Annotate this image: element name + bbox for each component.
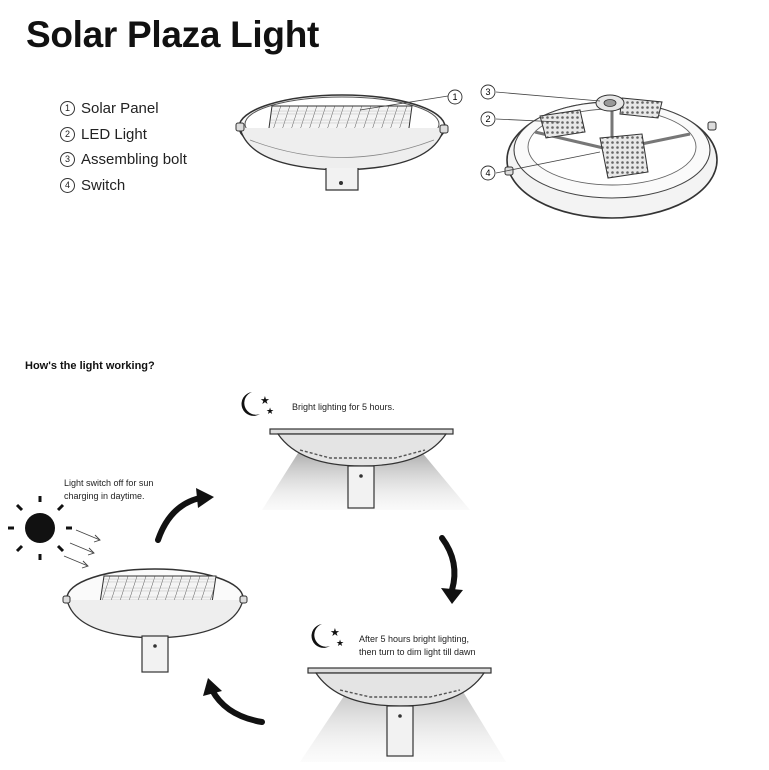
moon-stars-icon: ★ ★: [311, 624, 344, 649]
callout-number: 2: [485, 114, 490, 124]
callout-line: [495, 151, 601, 174]
callout-number: 4: [485, 168, 490, 178]
section-heading: How's the light working?: [25, 360, 155, 372]
callout-marker: [480, 165, 496, 181]
sun-rays-arrows-icon: [63, 529, 101, 569]
caption-charging-line-1: Light switch off for sun: [64, 478, 154, 488]
legend-item-solar-panel: 1 Solar Panel: [60, 96, 187, 122]
legend-label: Solar Panel: [81, 100, 159, 118]
caption-bright-lighting: Bright lighting for 5 hours.: [292, 402, 395, 412]
caption-dim-line-2: then turn to dim light till dawn: [359, 647, 476, 657]
caption-charging-line-2: charging in daytime.: [64, 491, 145, 501]
legend-number: 1: [60, 101, 75, 117]
callout-line: [359, 95, 449, 111]
parts-legend: 1 Solar Panel 2 LED Light 3 Assembling b…: [60, 96, 187, 198]
mounting-pole: [347, 465, 375, 509]
cycle-arrow-bottom-left: [203, 678, 265, 725]
lamp-bright-lighting: [262, 428, 470, 510]
page-title: Solar Plaza Light: [26, 14, 320, 55]
callout-line: [495, 118, 561, 123]
legend-label: Assembling bolt: [81, 151, 187, 169]
lamp-solar-charging: [62, 568, 248, 673]
callout-marker: [447, 89, 463, 105]
legend-number: 4: [60, 177, 75, 193]
legend-number: 2: [60, 126, 75, 142]
assembling-bolt: [707, 121, 717, 131]
cycle-arrow-top-left: [155, 488, 214, 543]
svg-text:★: ★: [266, 407, 274, 417]
mounting-pole: [325, 168, 359, 191]
callout-marker: [480, 84, 496, 100]
legend-item-assembling-bolt: 3 Assembling bolt: [60, 147, 187, 173]
caption-dim-line-1: After 5 hours bright lighting,: [359, 634, 470, 644]
legend-label: Switch: [81, 176, 126, 194]
callout-marker: [480, 111, 496, 127]
svg-text:★: ★: [330, 626, 340, 639]
lamp-dim-lighting: [300, 667, 506, 762]
legend-number: 3: [60, 152, 75, 168]
led-light: [539, 97, 663, 179]
legend-item-switch: 4 Switch: [60, 173, 187, 199]
legend-item-led-light: 2 LED Light: [60, 122, 187, 148]
sun-icon: [8, 496, 72, 560]
svg-text:★: ★: [336, 639, 344, 649]
assembling-bolt: [235, 122, 245, 132]
mounting-pole: [386, 705, 414, 757]
callout-number: 1: [452, 92, 457, 102]
solar-light-side-view: [235, 94, 449, 191]
moon-stars-icon: ★ ★: [241, 392, 274, 417]
callout-line: [495, 91, 601, 102]
svg-text:★: ★: [260, 394, 270, 407]
cycle-arrow-right: [439, 535, 463, 604]
callout-number: 3: [485, 87, 490, 97]
mounting-pole: [141, 635, 169, 673]
solar-light-bottom-view: [504, 94, 718, 219]
legend-label: LED Light: [81, 125, 147, 143]
assembling-bolt: [439, 124, 449, 134]
